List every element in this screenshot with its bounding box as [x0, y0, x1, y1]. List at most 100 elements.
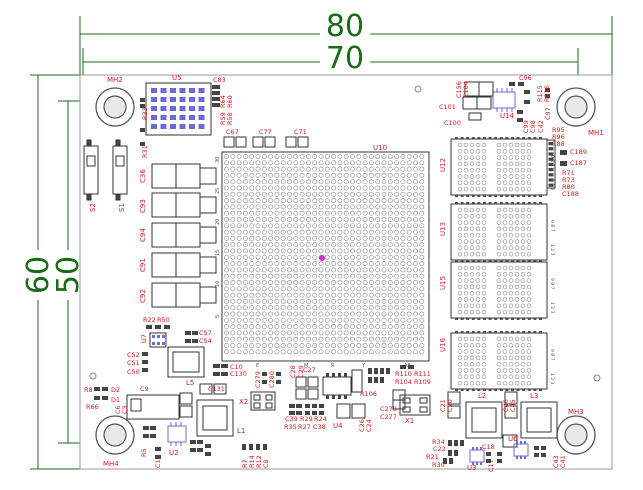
- bga-ball: [400, 217, 406, 222]
- bga-ball: [236, 210, 242, 216]
- bga-ball: [324, 185, 330, 191]
- bga-ball: [400, 191, 406, 197]
- bga-ball: [299, 210, 305, 216]
- bga-ball: [255, 324, 261, 330]
- bga-ball: [318, 242, 324, 248]
- inductor-l1: [196, 399, 234, 437]
- bga-ball: [305, 280, 311, 285]
- label-u16: U16: [439, 337, 447, 352]
- bga-ball: [400, 317, 406, 323]
- bga-ball: [406, 311, 412, 317]
- mem-ball: [520, 245, 526, 251]
- mem-ball: [520, 284, 526, 290]
- bga-ball: [255, 343, 261, 348]
- bga-ball: [343, 317, 349, 323]
- mem-ball: [475, 343, 481, 348]
- memory-chip: 9 8 71 2 3: [450, 137, 555, 197]
- mem-ball: [502, 207, 508, 213]
- u5-pad: [179, 88, 186, 93]
- bga-ball: [331, 286, 337, 292]
- mem-ball: [481, 355, 487, 361]
- bga-ball: [293, 324, 299, 330]
- label-r27: R27: [298, 423, 311, 431]
- bga-ball: [413, 235, 418, 241]
- bga-ball: [299, 235, 305, 241]
- bga-ball: [255, 298, 261, 304]
- bga-ball: [394, 330, 400, 336]
- bga-ball: [387, 305, 393, 311]
- label-r104: R104: [395, 378, 412, 386]
- bga-ball: [236, 160, 242, 166]
- mem-ball: [520, 180, 526, 186]
- mem-ball: [457, 186, 463, 192]
- bga-ball: [299, 349, 305, 355]
- mem-ball: [481, 161, 487, 167]
- bga-ball: [230, 336, 236, 342]
- mem-ball: [496, 380, 502, 386]
- bga-ball: [299, 229, 305, 235]
- mem-ball: [496, 220, 502, 225]
- bga-ball: [375, 210, 381, 216]
- mem-ball: [520, 251, 526, 257]
- mem-ball: [508, 239, 514, 244]
- label-c279: C279: [254, 371, 262, 388]
- mem-ball: [463, 167, 469, 173]
- bga-ball: [356, 217, 362, 222]
- mem-ball: [496, 232, 502, 238]
- mem-ball: [481, 155, 487, 160]
- bga-ball: [419, 336, 425, 342]
- bga-ball: [387, 292, 393, 298]
- bga-ball: [318, 298, 324, 304]
- bga-ball: [230, 298, 236, 304]
- bga-ball: [375, 273, 381, 279]
- bga-ball: [224, 179, 229, 185]
- u5-pad: [198, 106, 205, 111]
- bga-ball: [406, 154, 412, 159]
- bga-ball: [343, 336, 349, 342]
- bga-ball: [419, 204, 425, 210]
- bga-ball: [343, 305, 349, 311]
- bga-ball: [299, 248, 305, 254]
- label-r96: R96: [552, 133, 565, 141]
- bga-ball: [356, 330, 362, 336]
- mem-ball: [520, 239, 526, 244]
- bga-ball: [287, 223, 292, 229]
- mem-ball: [457, 355, 463, 361]
- chip-u6: [513, 441, 529, 459]
- label-c24: C24: [365, 419, 373, 432]
- bga-ball: [305, 210, 311, 216]
- bga-ball: [268, 191, 274, 197]
- bga-ball: [236, 305, 242, 311]
- bga-ball: [242, 298, 248, 304]
- bga-ball: [261, 254, 267, 260]
- bga-col-mark: Y: [361, 363, 366, 369]
- bga-ball: [274, 280, 280, 285]
- bga-ball: [413, 223, 418, 229]
- label-c46: C46: [502, 399, 510, 412]
- label-c52: C52: [127, 351, 140, 359]
- bga-ball: [236, 292, 242, 298]
- bga-ball: [406, 349, 412, 355]
- mem-ball: [496, 149, 502, 154]
- bga-ball: [318, 204, 324, 210]
- bga-ball: [299, 305, 305, 311]
- bga-ball: [324, 229, 330, 235]
- mem-ball: [457, 180, 463, 186]
- mem-ball: [481, 251, 487, 257]
- mem-ball: [481, 220, 487, 225]
- bga-ball: [287, 280, 292, 285]
- mem-ball: [475, 214, 481, 219]
- bga-ball: [406, 198, 412, 204]
- bga-ball: [368, 248, 374, 254]
- bga-ball: [356, 305, 362, 311]
- bga-ball: [350, 317, 355, 323]
- bga-ball: [280, 280, 286, 285]
- mem-ball: [502, 239, 508, 244]
- bga-ball: [343, 235, 349, 241]
- mem-ball: [520, 336, 526, 342]
- bga-ball: [356, 172, 362, 178]
- u5-pad: [160, 106, 167, 111]
- mem-ball: [514, 167, 520, 173]
- bga-ball: [400, 242, 406, 248]
- u5-pad: [151, 97, 157, 102]
